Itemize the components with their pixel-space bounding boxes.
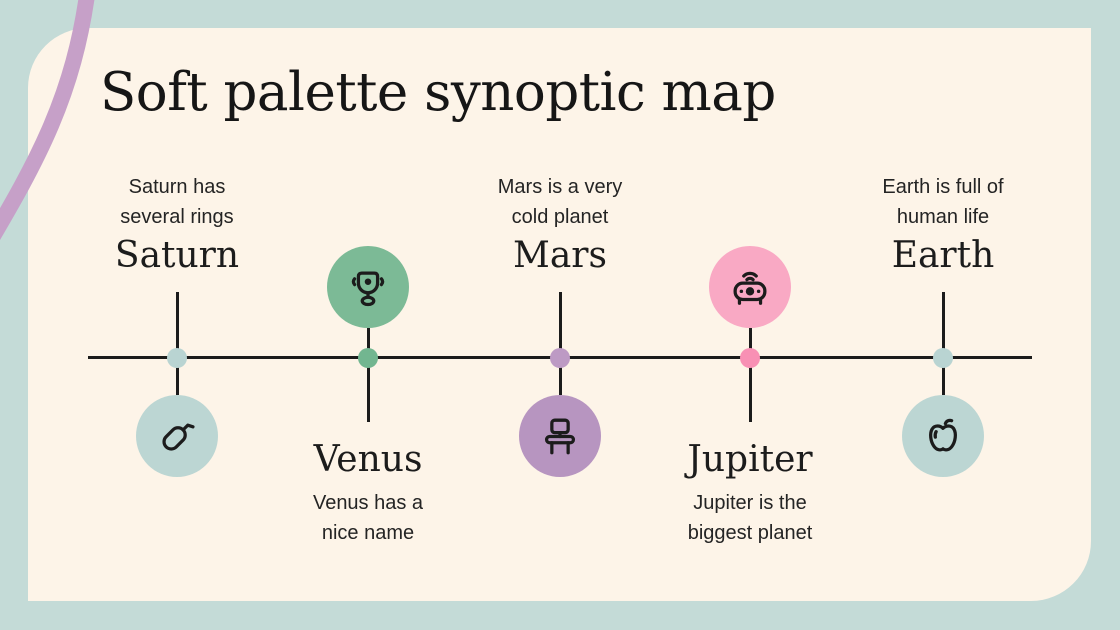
planet-description: Jupiter is the biggest planet [687,492,813,544]
desk-icon [544,418,576,455]
icon-circle [709,246,791,328]
timeline-dot [358,348,378,368]
timeline-node-jupiter: Jupiter Jupiter is the biggest planet [655,0,845,630]
connector-line [366,328,370,422]
planet-description: Saturn has several rings [120,176,234,228]
apple-icon [929,418,957,452]
connector-line [558,292,562,395]
icon-circle [136,395,218,477]
timeline-dot [933,348,953,368]
timeline-node-mars: Mars is a very cold planet Mars [465,0,655,630]
planet-name: Jupiter [687,439,813,480]
timeline-dot [740,348,760,368]
timeline-node-saturn: Saturn has several rings Saturn [82,0,272,630]
timeline-node-venus: Venus Venus has a nice name [273,0,463,630]
planet-description: Earth is full of human life [882,176,1004,228]
connector-line [941,292,945,395]
planet-description: Venus has a nice name [312,492,424,544]
connector-line [748,328,752,422]
icon-circle [902,395,984,477]
icon-circle [327,246,409,328]
slide-title: Soft palette synoptic map [100,62,776,123]
webcam-icon [351,271,385,307]
timeline-dot [550,348,570,368]
timeline-dot [167,348,187,368]
connector-line [175,292,179,395]
planet-name: Venus [313,439,423,480]
planet-name: Mars [512,235,607,276]
mouse-icon [162,423,195,451]
planet-name: Saturn [114,235,240,276]
planet-description: Mars is a very cold planet [497,176,623,228]
icon-circle [519,395,601,477]
timeline-node-earth: Earth is full of human life Earth [848,0,1038,630]
projector-icon [733,271,767,305]
planet-name: Earth [891,235,995,276]
